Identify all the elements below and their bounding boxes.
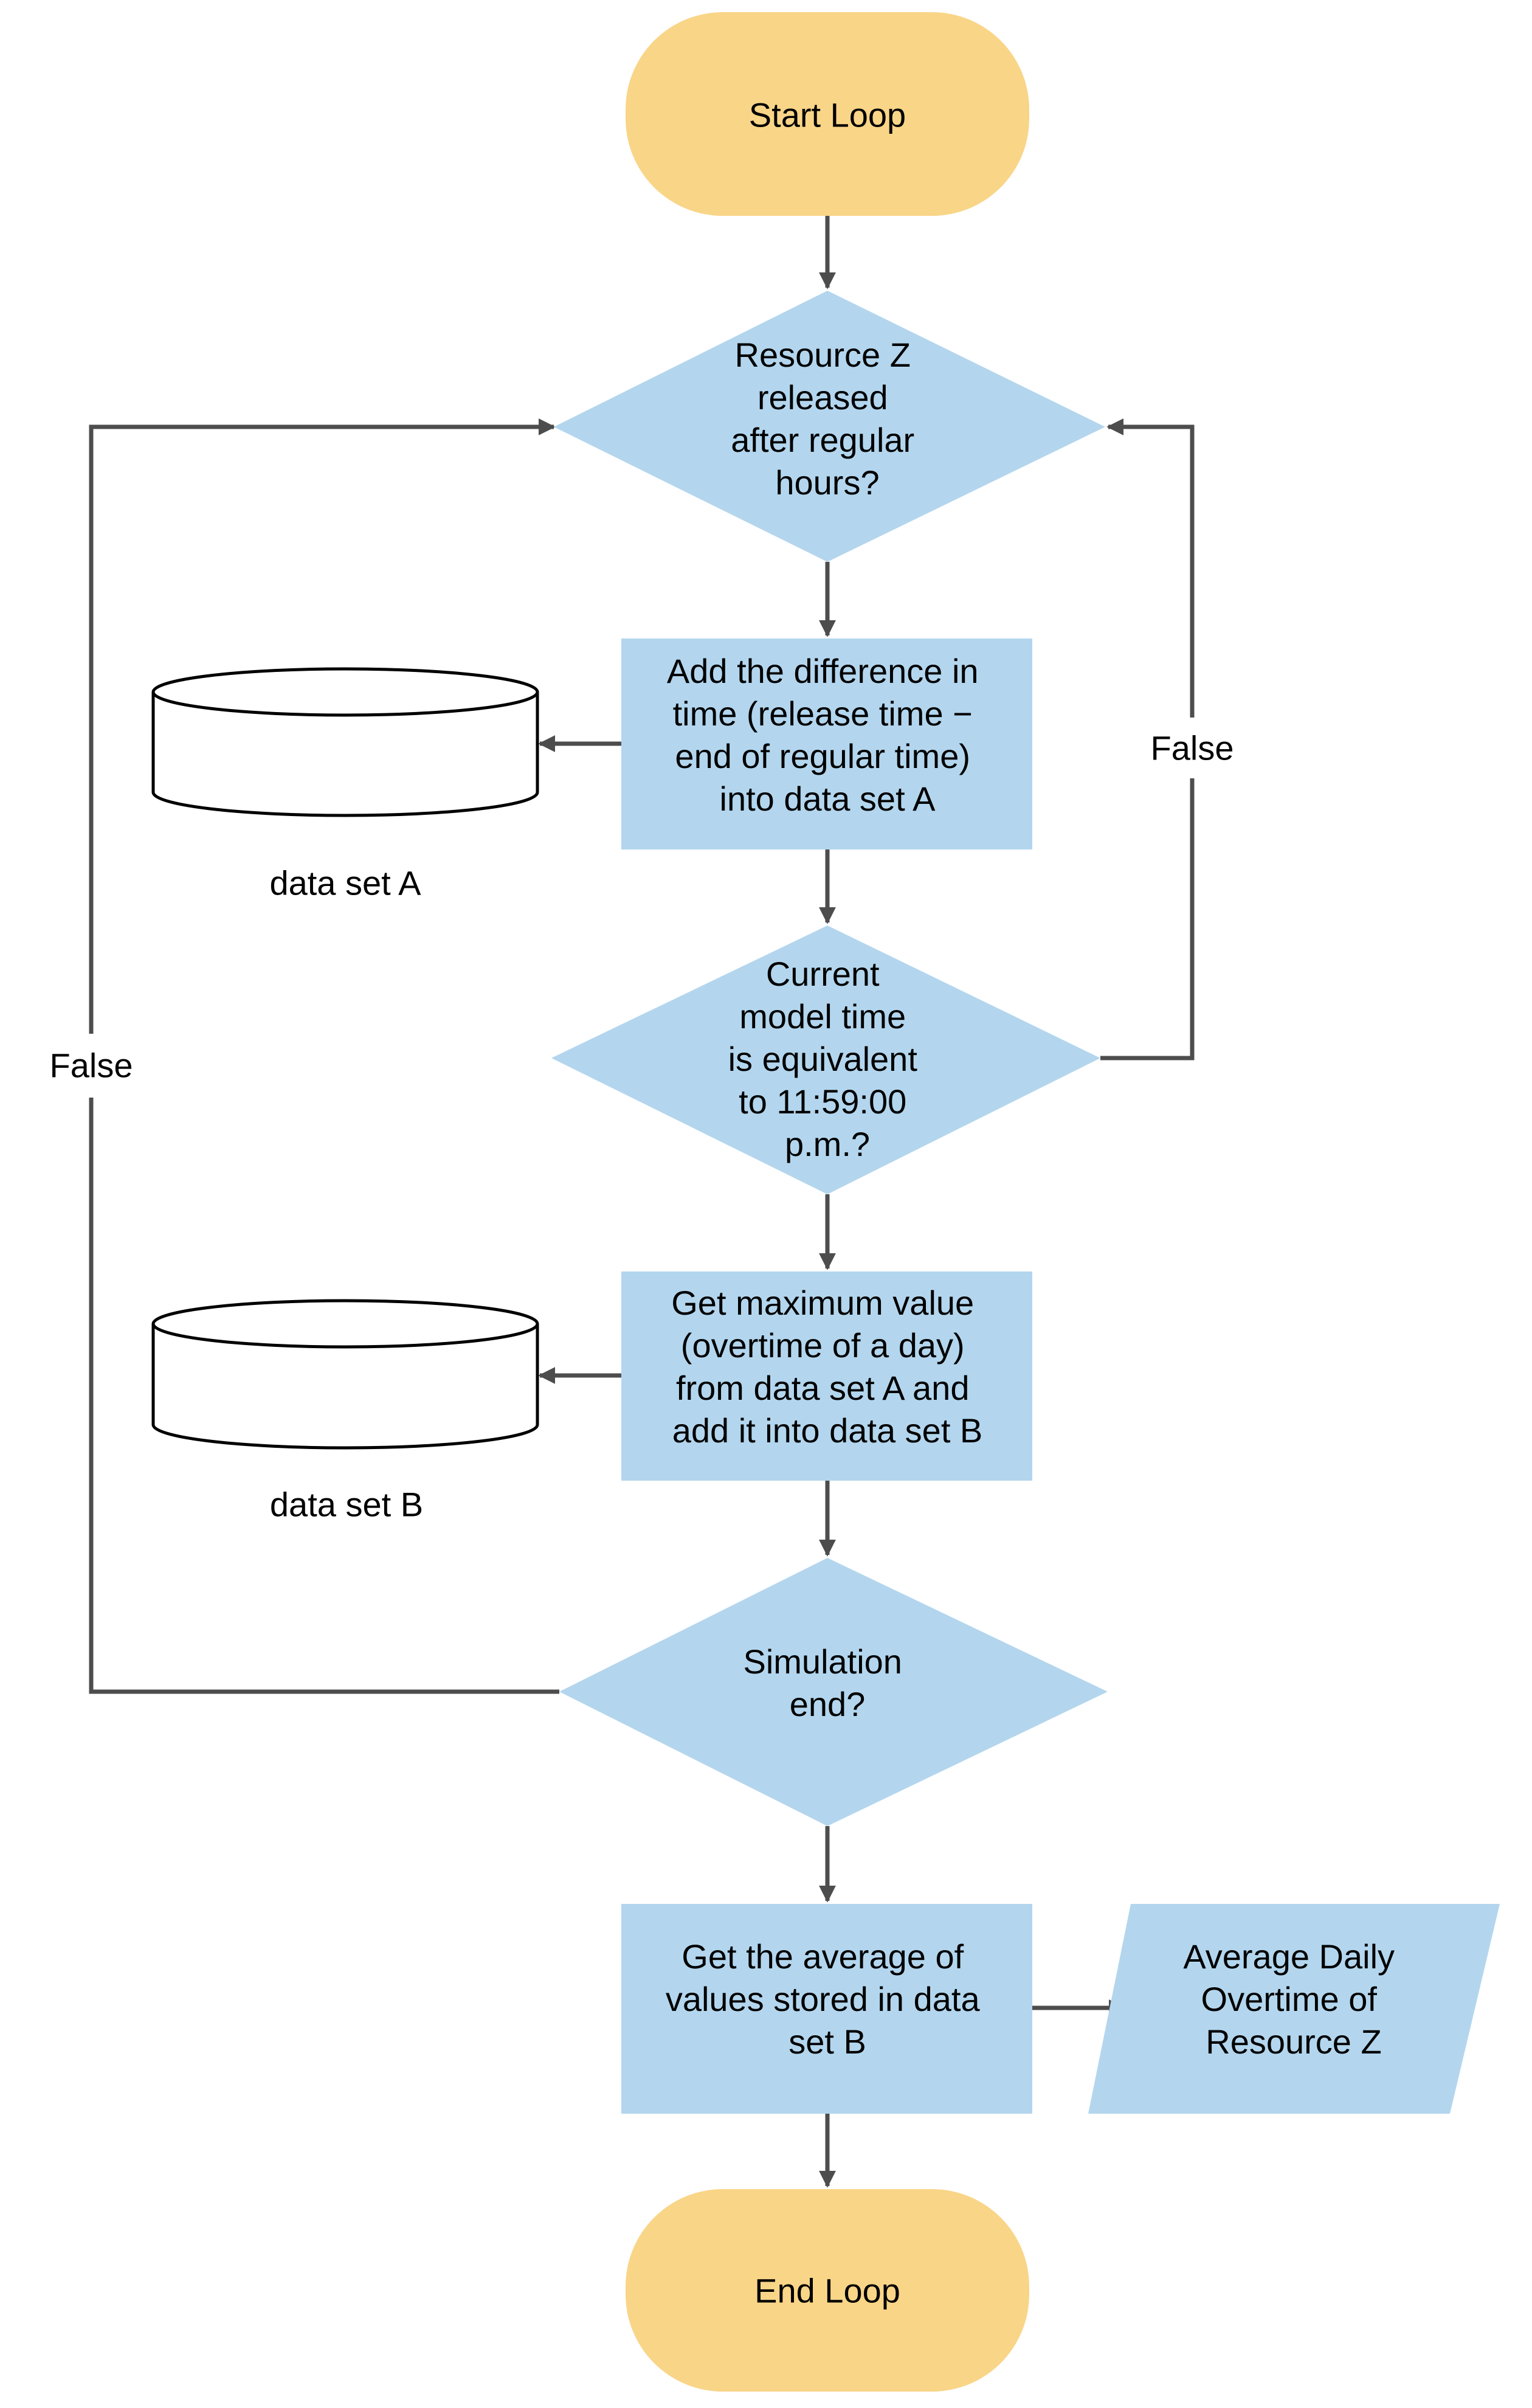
false-label-left: False [50, 1047, 133, 1085]
process-get-max-label: Get maximum value (overtime of a day) fr… [671, 1284, 984, 1450]
start-terminal: Start Loop [626, 12, 1029, 216]
process-add-difference-label: Add the difference in time (release time… [667, 652, 988, 818]
decision-released-label: Resource Z released after regular hours? [731, 336, 924, 502]
process-add-difference-shape [621, 638, 1032, 849]
process-get-max: Get maximum value (overtime of a day) fr… [621, 1271, 1032, 1481]
process-average-label: Get the average of values stored in data… [666, 1937, 989, 2061]
false-label-right: False [1151, 729, 1234, 767]
edge-label-false-right: False [1149, 718, 1235, 778]
process-average-shape [621, 1904, 1032, 2114]
connectors [89, 216, 1195, 2188]
datastore-a-label: data set A [269, 864, 421, 902]
end-shape [626, 2189, 1029, 2392]
decision-sim-end-label: Simulation end? [743, 1642, 911, 1723]
decision-time-label: Current model time is equivalent to 11:5… [728, 955, 927, 1163]
start-shape [626, 12, 1029, 216]
end-terminal: End Loop [626, 2189, 1029, 2392]
start-label: Start Loop [749, 96, 906, 134]
decision-time: Current model time is equivalent to 11:5… [551, 925, 1100, 1194]
edge-label-false-left: False [44, 1034, 139, 1098]
process-average: Get the average of values stored in data… [621, 1904, 1032, 2114]
datastore-b: data set B [151, 1299, 539, 1524]
datastore-b-body [151, 1324, 539, 1450]
decision-time-shape [551, 925, 1100, 1194]
datastore-a: data set A [151, 667, 539, 902]
process-get-max-shape [621, 1271, 1032, 1481]
end-label: End Loop [754, 2272, 900, 2310]
datastore-a-top [151, 667, 539, 717]
decision-released-shape [554, 291, 1105, 562]
datastore-b-label: data set B [270, 1486, 423, 1524]
decision-sim-end: Simulation end? [559, 1558, 1108, 1826]
output-average-label: Average Daily Overtime of Resource Z [1183, 1937, 1404, 2061]
datastore-b-top [151, 1299, 539, 1349]
output-average-shape [1088, 1904, 1500, 2114]
datastore-a-body [151, 692, 539, 817]
decision-sim-end-shape [559, 1558, 1108, 1826]
output-average: Average Daily Overtime of Resource Z [1088, 1904, 1500, 2114]
decision-released: Resource Z released after regular hours? [554, 291, 1105, 562]
process-add-difference: Add the difference in time (release time… [621, 638, 1032, 849]
